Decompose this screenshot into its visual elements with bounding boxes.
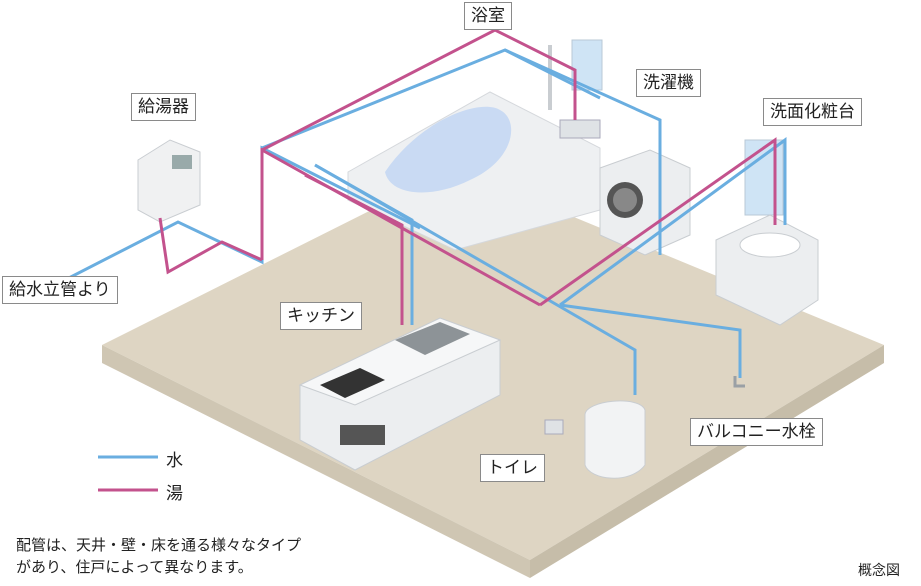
label-bath: 浴室 (464, 2, 512, 30)
water-pipes (21, 48, 787, 395)
toilet (544, 400, 646, 479)
label-toilet: トイレ (480, 454, 545, 482)
label-balcony-tap: バルコニー水栓 (690, 418, 823, 446)
concept-diagram-label: 概念図 (858, 563, 900, 579)
washing-machine (599, 149, 691, 256)
balcony-faucet (733, 376, 745, 388)
legend-water-label: 水 (166, 451, 183, 471)
label-vanity: 洗面化粧台 (763, 98, 862, 126)
label-kitchen: キッチン (280, 302, 362, 330)
piping-note: 配管は、天井・壁・床を通る様々なタイプ があり、住戸によって異なります。 (16, 534, 301, 578)
label-water-heater: 給湯器 (131, 93, 196, 121)
label-washer: 洗濯機 (636, 69, 701, 97)
kitchen-counter (298, 317, 502, 471)
piping-note-line2: があり、住戸によって異なります。 (16, 558, 253, 576)
vanity (715, 139, 819, 326)
hot-water-pipes (158, 28, 777, 325)
piping-note-line1: 配管は、天井・壁・床を通る様々なタイプ (16, 536, 302, 554)
water-heater-unit (137, 139, 201, 223)
label-water-supply: 給水立管より (2, 276, 118, 304)
legend-hot-water-label: 湯 (166, 484, 183, 504)
